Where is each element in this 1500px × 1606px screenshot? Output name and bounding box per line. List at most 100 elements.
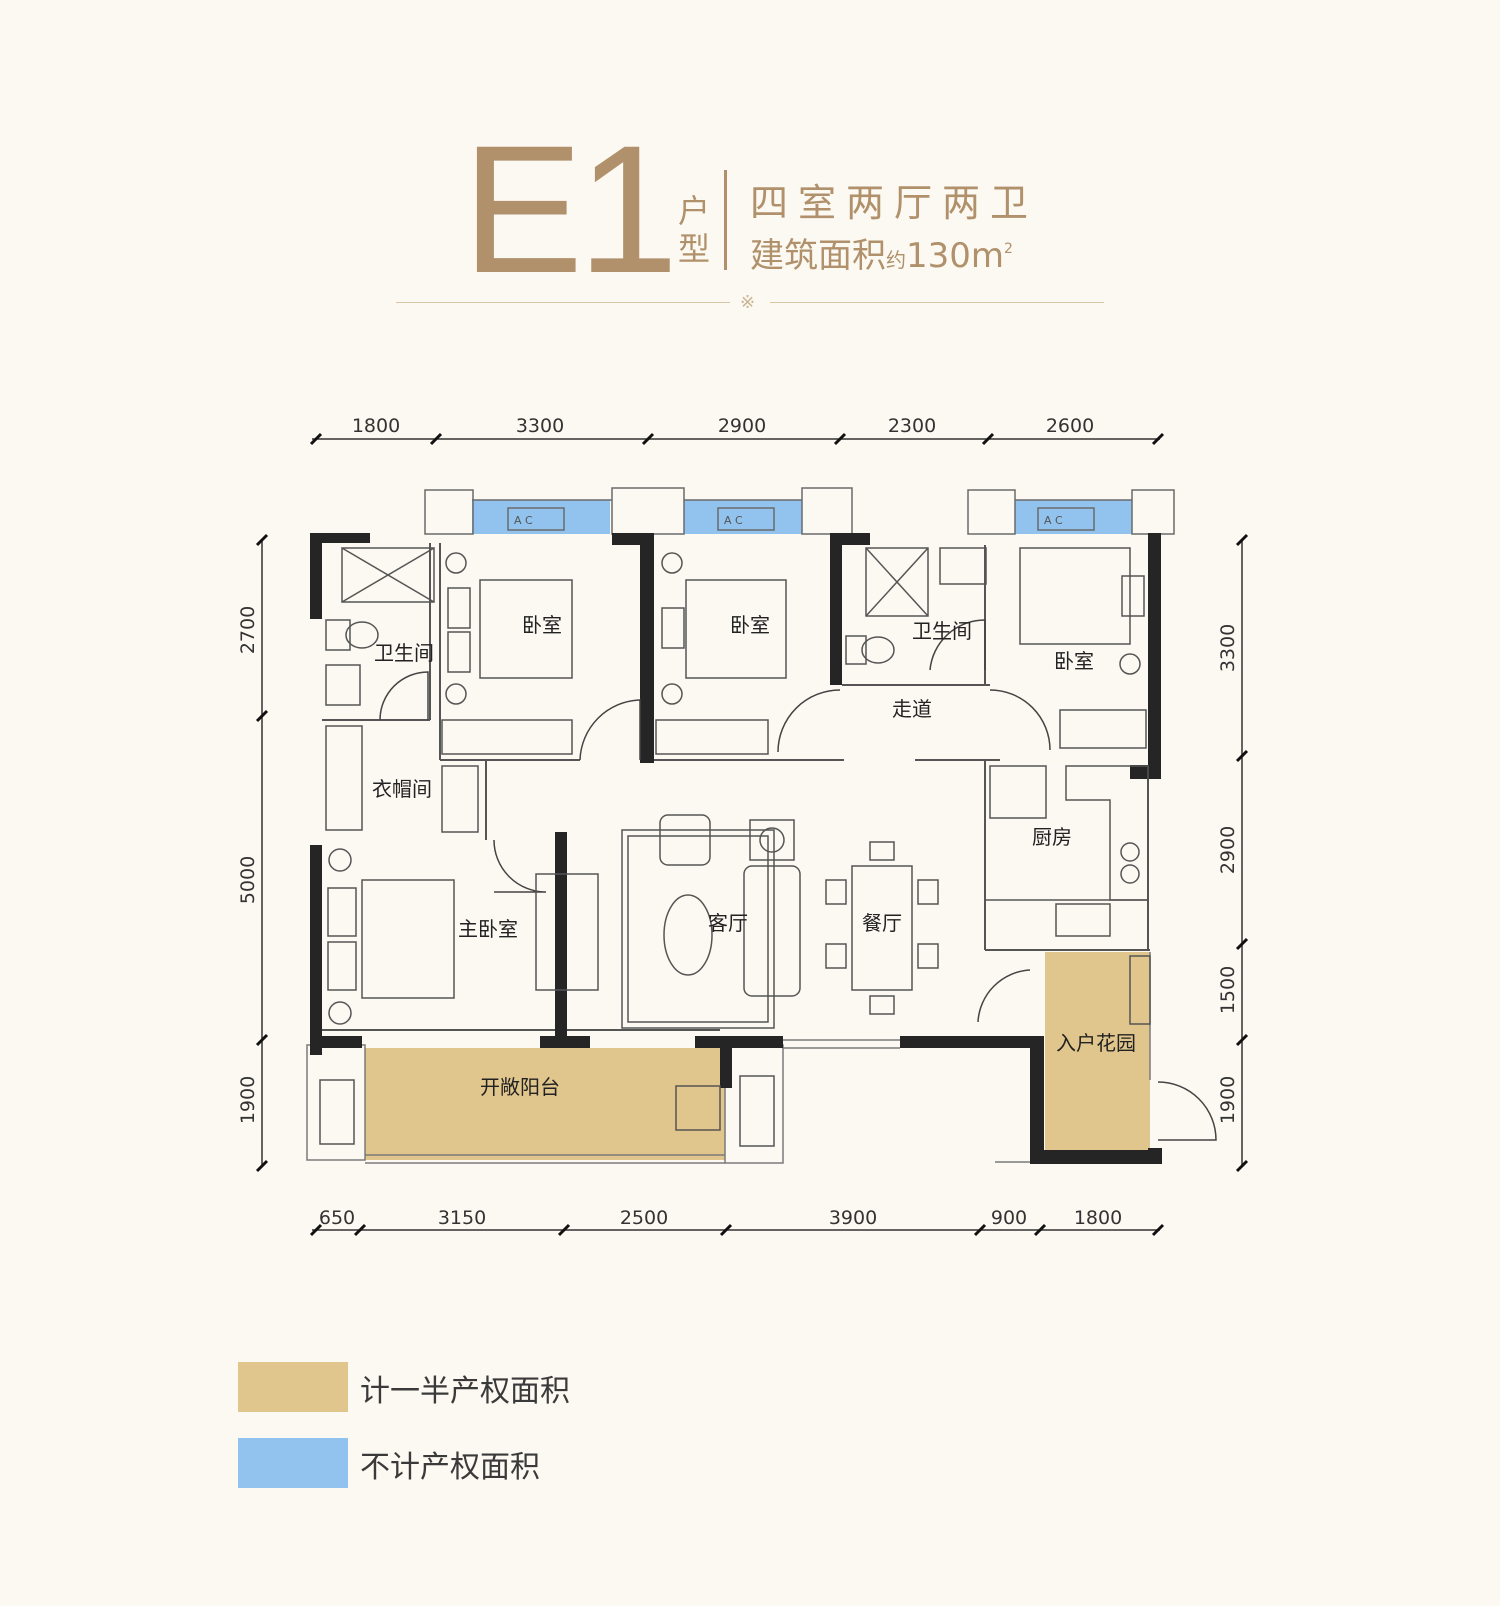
closet-rack: [325, 725, 363, 831]
bed: [685, 579, 787, 679]
dim-top: 2300: [888, 415, 936, 437]
nightstand: [328, 848, 352, 872]
dim-tick-bottom: [309, 1223, 323, 1237]
room-label: 卧室: [730, 613, 770, 637]
door-swing: [989, 689, 1051, 751]
dim-tick-top: [309, 432, 323, 446]
toilet-bowl: [861, 636, 895, 664]
legend-label: 计一半产权面积: [360, 1374, 570, 1409]
wall: [695, 1036, 783, 1048]
dim-tick-top: [429, 432, 443, 446]
dim-right: 1900: [1217, 1076, 1239, 1124]
wall: [720, 1040, 732, 1088]
bed: [1019, 547, 1131, 645]
wall: [612, 533, 654, 545]
stove-burner: [1120, 842, 1140, 862]
toilet-tank: [325, 619, 351, 651]
dim-tick-right: [1235, 749, 1249, 763]
thick-walls: [310, 533, 1162, 1164]
pillow: [327, 887, 357, 937]
wall: [310, 845, 322, 1055]
nightstand: [661, 552, 683, 574]
shower-cross: [865, 547, 929, 617]
nightstand: [328, 1001, 352, 1025]
dim-tick-right: [1235, 1033, 1249, 1047]
ac-outdoor: [739, 1075, 775, 1147]
ac-unit: [717, 507, 775, 531]
ac-tags: A C A C A C: [514, 514, 1063, 527]
bay-window-2: [684, 500, 802, 534]
room-labels: 卫生间 卧室 卧室 卫生间 卧室 走道 衣帽间 主卧室 客厅 餐厅 厨房 入户花…: [372, 613, 1136, 1099]
area-line: 建筑面积约130m2: [750, 228, 1013, 277]
door-swing: [1157, 1081, 1217, 1141]
dim-left: 5000: [237, 856, 259, 904]
carpet-inner: [627, 835, 769, 1023]
wall: [830, 533, 870, 545]
pillow: [1121, 575, 1145, 617]
area-approx: 约: [886, 248, 906, 272]
dim-tick-bottom: [557, 1223, 571, 1237]
dim-tick-left: [255, 1159, 269, 1173]
wall: [830, 533, 842, 685]
wall: [1030, 1150, 1162, 1164]
legend-swatch: [238, 1362, 348, 1412]
washbasin: [939, 547, 987, 585]
dining-table: [851, 865, 913, 991]
room-label: 卫生间: [912, 619, 972, 643]
door-swing: [929, 619, 986, 671]
rule-right: [770, 302, 1104, 303]
kitchen-sink: [1055, 903, 1111, 937]
balcony-area: [365, 1048, 725, 1160]
door-swing: [777, 689, 841, 753]
room-label: 入户花园: [1056, 1031, 1136, 1055]
dim-tick-left: [255, 1033, 269, 1047]
area-value: 130m: [906, 236, 1005, 276]
balcony-side-left: [306, 1044, 366, 1161]
ac-tag: A C: [1044, 514, 1063, 527]
dim-tick-right: [1235, 533, 1249, 547]
rule-left: [396, 302, 730, 303]
interior-walls: [322, 543, 1150, 1031]
nightstand: [1119, 653, 1141, 675]
door-swing: [579, 699, 641, 761]
wall: [310, 1036, 362, 1048]
bay-window-1: [472, 500, 610, 534]
legend-label: 不计产权面积: [360, 1450, 540, 1485]
door-swing: [379, 671, 429, 721]
furniture: [319, 547, 1151, 1147]
bay-frames: [424, 487, 1175, 535]
wall: [1148, 533, 1161, 778]
dim-right: 1500: [1217, 966, 1239, 1014]
room-label: 厨房: [1032, 825, 1072, 849]
unit-code: E1: [462, 107, 679, 311]
legend-swatch: [238, 1438, 348, 1488]
toilet-bowl: [345, 621, 379, 649]
wall: [310, 533, 322, 619]
dim-tick-top: [641, 432, 655, 446]
tv-cabinet: [535, 873, 599, 991]
dim-tick-left: [255, 709, 269, 723]
wall: [640, 533, 654, 763]
chair: [917, 943, 939, 969]
dim-left: 2700: [237, 606, 259, 654]
area-label: 建筑面积: [750, 236, 886, 276]
sofa: [743, 865, 801, 997]
chair: [869, 995, 895, 1015]
bed: [479, 579, 573, 679]
pillar: [1131, 489, 1175, 535]
wall: [900, 1036, 1040, 1048]
room-label: 衣帽间: [372, 777, 432, 801]
dim-tick-top: [981, 432, 995, 446]
unit-type-label: 户型: [678, 192, 711, 268]
dim-tick-top: [1151, 432, 1165, 446]
dim-top: 3300: [516, 415, 564, 437]
door-swing: [493, 839, 547, 893]
wall: [310, 533, 370, 543]
dim-tick-left: [255, 533, 269, 547]
rule-ornament: ※: [740, 292, 756, 313]
wall: [555, 832, 567, 1048]
nightstand: [445, 683, 467, 705]
dim-top: 1800: [352, 415, 400, 437]
lamp: [759, 827, 785, 853]
washer: [675, 1085, 721, 1131]
